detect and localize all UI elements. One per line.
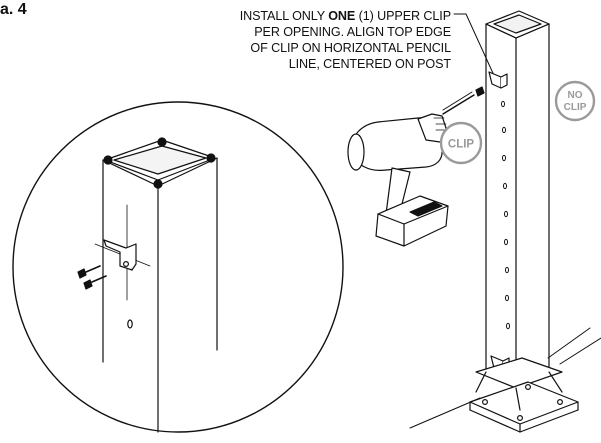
callout-line-3: OF CLIP ON HORIZONTAL PENCIL (250, 41, 451, 55)
clip-badge-label: CLIP (448, 139, 475, 151)
drill-icon (347, 113, 449, 247)
tall-post (409, 10, 601, 433)
callout-leader (453, 13, 498, 83)
install-callout: INSTALL ONLY ONE (1) UPPER CLIP PER OPEN… (151, 8, 451, 72)
drill-bit (442, 86, 485, 115)
callout-line-4: LINE, CENTERED ON POST (288, 57, 451, 71)
post-holes (501, 100, 510, 330)
detail-magnifier (12, 101, 344, 433)
callout-line-2: PER OPENING. ALIGN TOP EDGE (254, 25, 451, 39)
no-clip-badge-line2: CLIP (564, 102, 587, 113)
callout-line-1-end: (1) UPPER CLIP (355, 9, 451, 23)
no-clip-badge: NO CLIP (554, 80, 596, 122)
callout-line-1-emphasis: ONE (328, 9, 356, 23)
no-clip-badge-line1: NO (568, 90, 583, 101)
figure-label: a. 4 (0, 1, 27, 18)
callout-line-1-start: INSTALL ONLY (239, 9, 329, 23)
screw-group (77, 265, 107, 290)
clip-badge: CLIP (439, 121, 483, 165)
callout-line-1: INSTALL ONLY ONE (1) UPPER CLIP (151, 8, 451, 24)
post-base-plate (469, 357, 579, 433)
